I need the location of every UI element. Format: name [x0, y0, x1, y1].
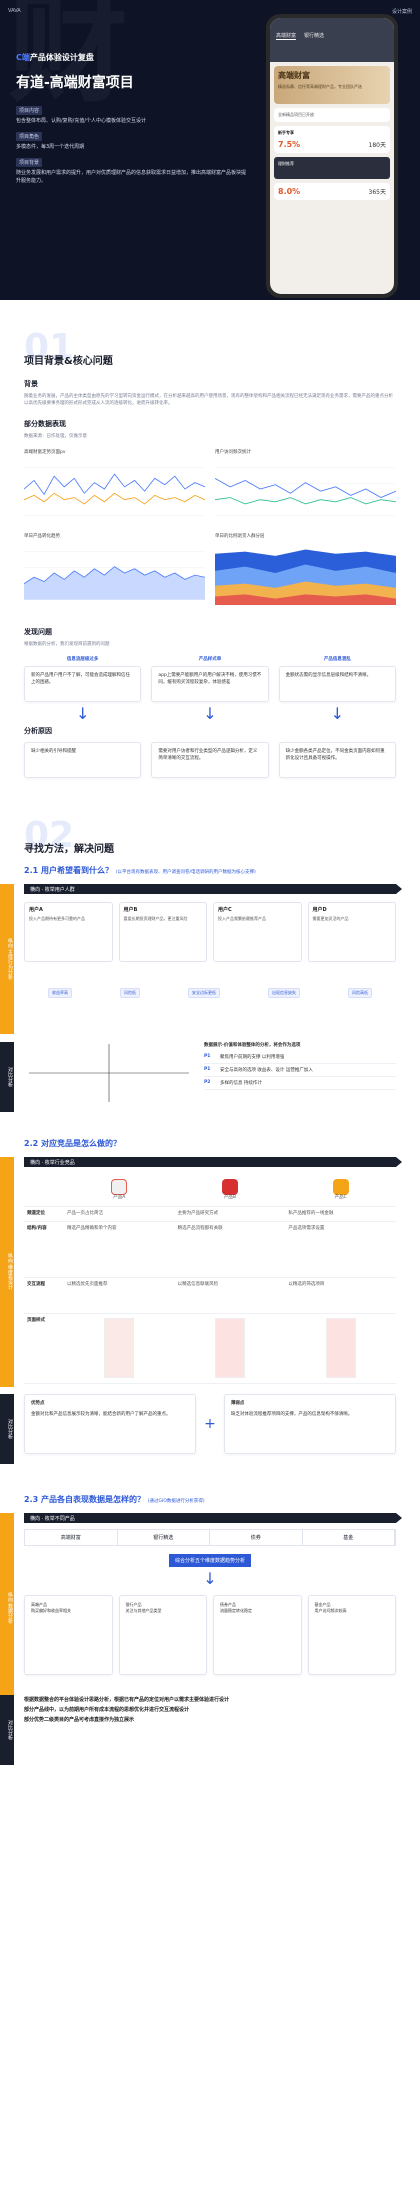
section-1-header: 01 项目背景&核心问题 [24, 327, 113, 368]
s22-heading: 2.2 对应竞品是怎么做的？ [24, 1138, 121, 1148]
s22-summary-band: 对比分析 优势点金额对比和产品信息展示较为清晰，能结合新的用户了解产品的重点。 … [0, 1394, 397, 1465]
s23-vertical-tag: 纵向·数据分析 [0, 1513, 14, 1704]
s23-horizontal-bar: 横向 · 枚举不同产品 [24, 1513, 402, 1524]
hero-tag: C端产品体验设计复盘 [16, 53, 94, 62]
s23-final-band: 对比分析 根据数据整合的平台体验设计思路分析，根据已有产品的定位对用户以需求主要… [0, 1695, 396, 1766]
phone-product-card[interactable]: 新手专享 7.5% 180天 [274, 126, 390, 153]
s21-heading: 2.1 用户希望看到什么？ (以平台现有数据表现、用户调查问卷/电话调研的用户数… [24, 865, 256, 875]
reason-3: 缺少金额各类产品定位，不同金类页面内容如何重新化设计且具备可视操作。 [278, 741, 396, 778]
weakness-box: 薄弱点缺乏对体验流程推荐项目的支撑，产品的信息架构不够清晰。 [223, 1394, 397, 1455]
top-right-label[interactable]: 设计案例 [391, 9, 412, 15]
reason-2: 需要对用户访者和行业类型的产品逻辑分析，定义简单清晰的交互流程。 [151, 741, 269, 778]
reason-columns: 缺少相关的引导和提醒 需要对用户访者和行业类型的产品逻辑分析，定义简单清晰的交互… [0, 741, 420, 778]
find-problem-heading: 发现问题 [24, 627, 52, 636]
s23-heading: 2.3 产品各自表现数据是怎样的？ (通过GIO数据进行分析获得) [24, 1495, 205, 1505]
competitor-c-icon [332, 1178, 349, 1195]
arrows-row: ↓ ↓ ↓ [0, 702, 420, 726]
tab-wealth[interactable]: 高端财富 [25, 1530, 118, 1546]
screenshot-c [325, 1318, 356, 1379]
plus-icon: + [204, 1416, 216, 1433]
arrow-down-icon: ↓ [203, 703, 217, 723]
section-2-header: 02 寻找方法，解决问题 [24, 814, 114, 856]
product-tabs: 高端财富 银行精选 债券 基金 [24, 1529, 396, 1547]
strength-box: 优势点金额对比和产品信息展示较为清晰，能结合新的用户了解产品的重点。 [24, 1394, 197, 1455]
s23-analysis-tag: 对比分析 [0, 1695, 14, 1766]
hero-section: 财 VAVA 设计案例 C端产品体验设计复盘 有道-高端财富项目 项目内容 包含… [0, 0, 420, 300]
phone-banner[interactable]: 高端财富 精选私募、信托等高端理财产品，专业团队严选 [274, 66, 390, 104]
tab-fund[interactable]: 基金 [303, 1530, 395, 1546]
phone-product-card-2[interactable]: 8.0% 365天 [274, 183, 390, 200]
s22-vertical-tag: 纵向·维度看设计 [0, 1156, 14, 1387]
reason-heading: 分析原因 [24, 726, 52, 735]
problem-col-3: 产品信息混乱金额状态需的显示信息层级和结构不清晰。 [278, 656, 396, 702]
arrow-down-icon: ↓ [330, 703, 345, 723]
problem-columns: 信息流层级过多新的产品用户用户不了解，可能会造成理解和信任上的困惑。 产品样式单… [0, 656, 420, 702]
charts-grid: 高端财富走势页面pv 用户访问频次统计 单日产品转化趋势 单日的比例退货人群分层 [0, 441, 420, 615]
analysis-box-3: 债券产品 流量稳定转化稳定 [213, 1595, 302, 1676]
background-heading: 背景 [24, 380, 38, 388]
s23-band: 纵向·数据分析 横向 · 枚举不同产品 高端财富 银行精选 债券 基金 综合分析… [0, 1513, 402, 1704]
hero-watermark: 财 [8, 0, 128, 110]
phone-mockup: 高端财富 银行精选 高端财富 精选私募、信托等高端理财产品，专业团队严选 全新精… [266, 14, 398, 298]
analysis-box-4: 基金产品 用户访问频次较高 [307, 1595, 396, 1676]
reason-1: 缺少相关的引导和提醒 [24, 741, 142, 778]
tab-bond[interactable]: 债券 [210, 1530, 303, 1546]
product-analysis-boxes: 高端产品 购买偏好和收益率相关 银行产品 关注与其他产品类型 债券产品 流量稳定… [24, 1595, 396, 1676]
final-conclusions: 根据数据整合的平台体验设计思路分析，根据已有产品的定位对用户以需求主要体验进行设… [24, 1697, 230, 1724]
chart-layers: 单日的比例退货人群分层 [215, 533, 396, 607]
s21-vertical-tag: 纵向·主体行为分析 [0, 883, 14, 1034]
arrow-down-icon: ↓ [75, 703, 90, 723]
phone-tab-wealth[interactable]: 高端财富 [276, 33, 297, 40]
s22-horizontal-bar: 横向 · 枚举行业竞品 [24, 1156, 402, 1167]
hero-section-content: 项目内容 包含整体布局、认购/复购/充值/个人中心模板体验交互设计 [16, 106, 147, 124]
analysis-box-2: 银行产品 关注与其他产品类型 [118, 1595, 207, 1676]
data-subtitle: 数据来源：已作处理，仅做示意 [24, 434, 87, 440]
hero-title: 有道-高端财富项目 [16, 75, 134, 91]
competitor-a-icon [111, 1178, 128, 1195]
s21-horizontal-bar: 横向 · 枚举用户人群 [24, 883, 402, 894]
chart-conversion: 单日产品转化趋势 [23, 533, 206, 607]
find-problem-subtitle: 根据数据的分析，我们发现目前遇到的问题 [24, 641, 110, 647]
competitor-b-icon [221, 1178, 238, 1195]
phone-recommend-header: 理财推荐 [274, 157, 390, 179]
tab-bank[interactable]: 银行精选 [118, 1530, 210, 1546]
screenshot-b [214, 1318, 245, 1379]
screenshot-a [104, 1318, 135, 1379]
chart-frequency: 用户访问频次统计 [214, 449, 397, 523]
data-heading: 部分数据表现 [24, 420, 66, 429]
analysis-banner: 综合分析五个维度数据趋势分析 [168, 1554, 251, 1568]
arrow-down-icon: ↓ [203, 1569, 217, 1589]
problem-col-1: 信息流层级过多新的产品用户用户不了解，可能会造成理解和信任上的困惑。 [24, 656, 142, 702]
quadrant-chart [24, 1042, 194, 1104]
phone-notice[interactable]: 全新精品项目已开放 [274, 108, 390, 122]
hero-section-role: 项目角色 多模态件，每3周一个迭代周期 [16, 132, 85, 150]
phone-tab-bank[interactable]: 银行精选 [304, 33, 325, 39]
brand-logo[interactable]: VAVA [8, 8, 21, 14]
need-tree: 收益率高 风险低 安全边际更低 出现信息缺失 风险高低 [24, 968, 396, 1016]
analysis-tag: 对比分析 [0, 1041, 14, 1112]
analysis-box-1: 高端产品 购买偏好和收益率相关 [24, 1595, 113, 1676]
s22-band: 纵向·维度看设计 横向 · 枚举行业竞品 产品A 产品B 产品C 频道定位 产品… [0, 1156, 402, 1387]
s22-analysis-tag: 对比分析 [0, 1394, 14, 1465]
background-text: 随着业务的发展，产品的主体类型由原先的学习型转向资金运行模式，在分析越来越高的用… [24, 394, 393, 407]
compare-table: 产品A 产品B 产品C 频道定位 产品一页占比简洁 主要为产品研究方式 私产品推… [24, 1175, 396, 1385]
chart-pv: 高端财富走势页面pv [23, 449, 206, 523]
hero-section-background: 项目背景 随业务发展和用户需求的提升，用户对优质理财产品的信息获取需求日益增加，… [16, 158, 247, 184]
